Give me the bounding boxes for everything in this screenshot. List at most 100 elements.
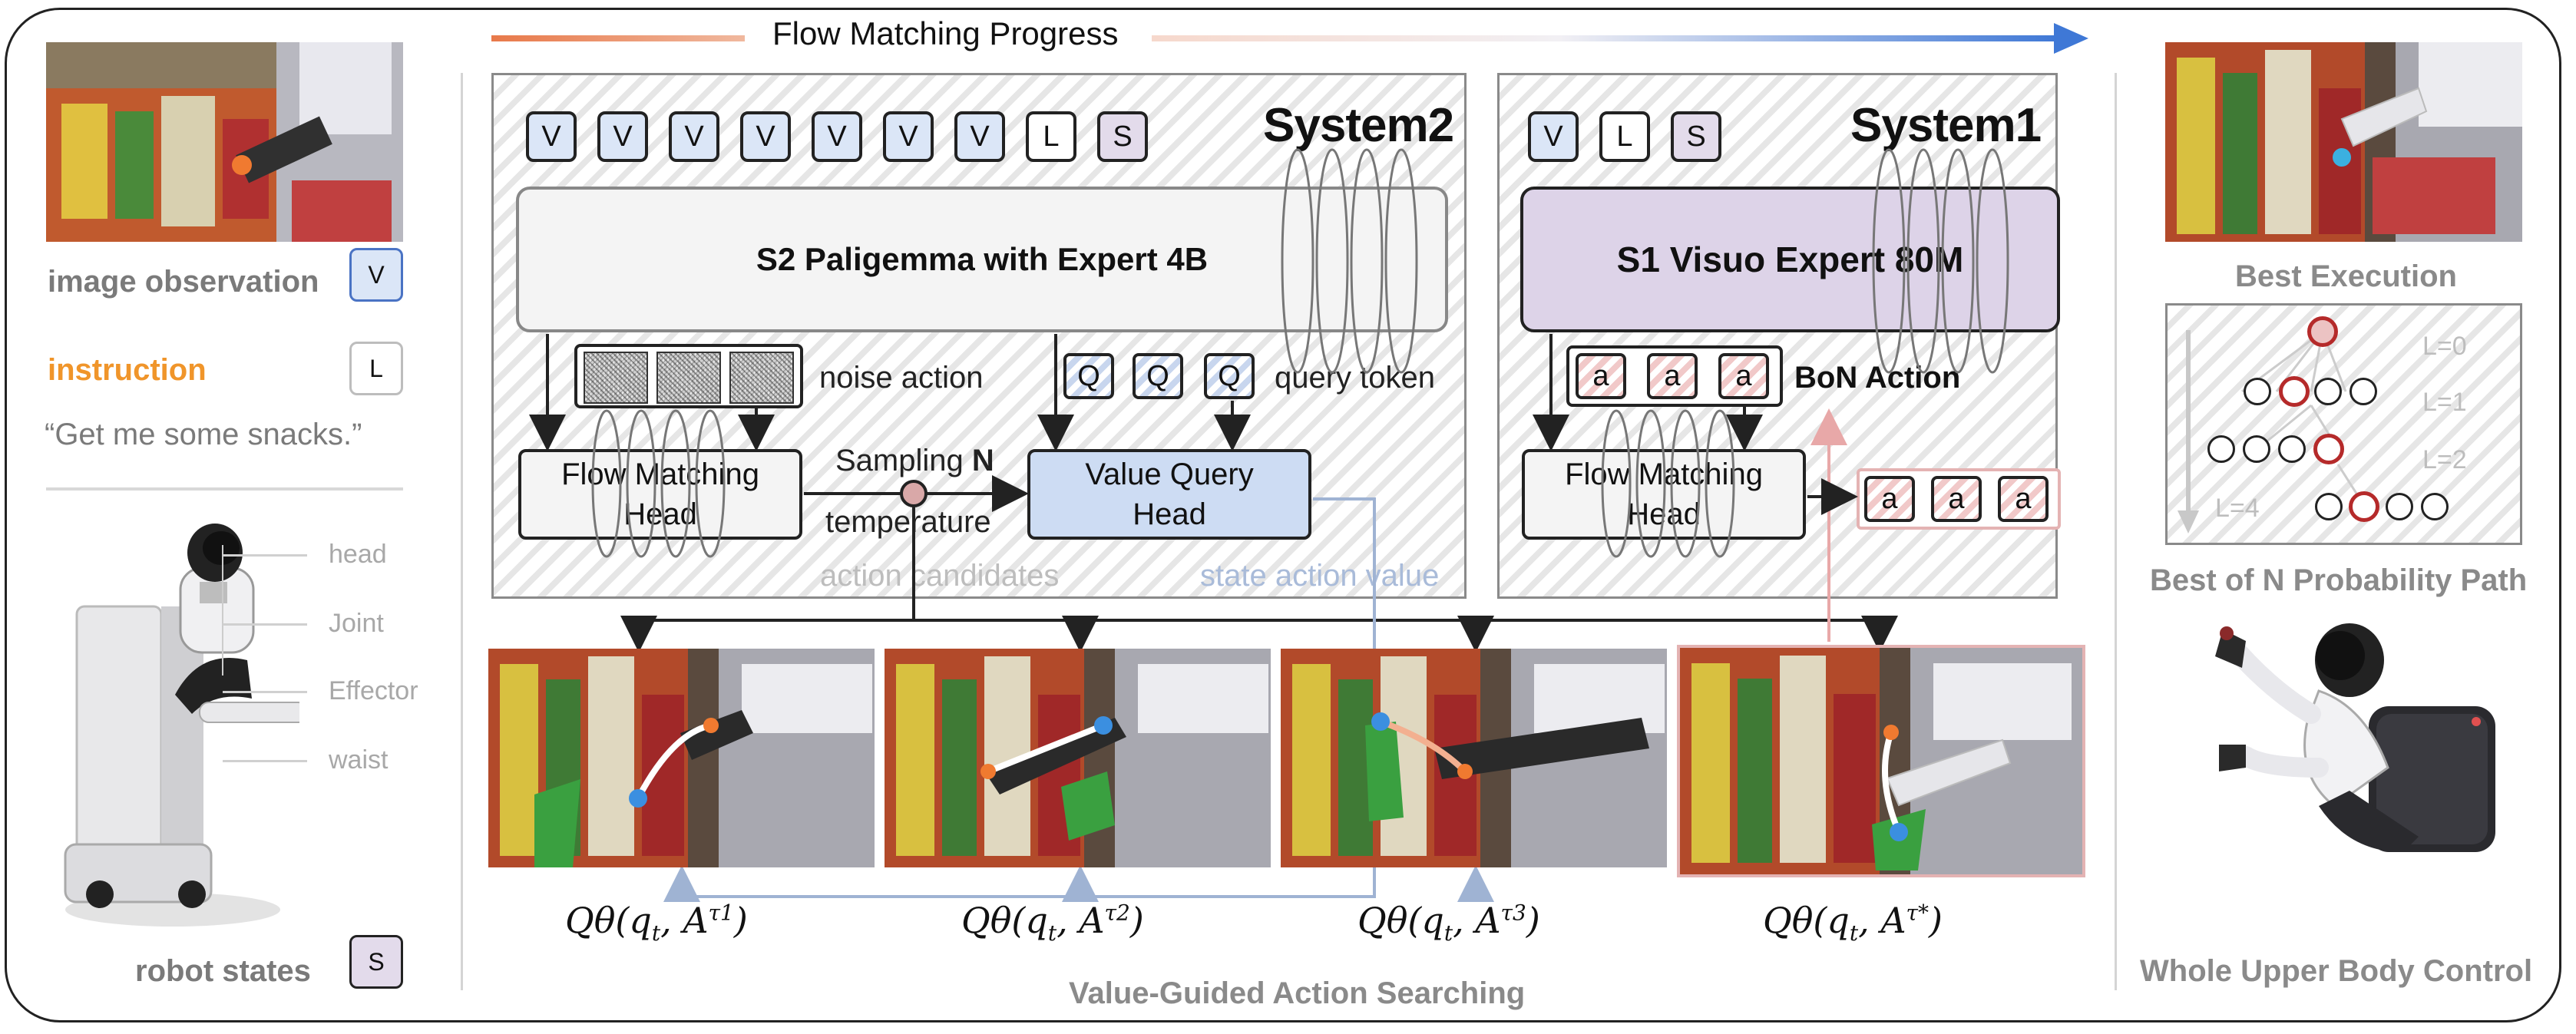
- q2-base: Qθ(q: [961, 900, 1048, 941]
- robot-part-effector: Effector: [329, 676, 418, 705]
- effector-leader-line: [223, 691, 307, 693]
- tree-node-l2-best: [2313, 434, 2344, 464]
- robot-illustration: [64, 524, 299, 927]
- q1-mid: , A: [660, 900, 709, 941]
- s1-out-token-2: a: [1931, 476, 1982, 522]
- s1-out-token-1: a: [1864, 476, 1915, 522]
- s1-out-token-3: a: [1998, 476, 2049, 522]
- q4-base: Qθ(q: [1763, 900, 1850, 941]
- s2-token-l: L: [1026, 111, 1076, 162]
- level-label-4: L=4: [2215, 494, 2260, 523]
- level-label-2: L=2: [2422, 445, 2467, 474]
- flow-progress-arrow: [491, 23, 2088, 54]
- q-value-label-2: Qθ(qt, Aτ2): [961, 900, 1144, 946]
- s2-model-box: S2 Paligemma with Expert 4B: [516, 187, 1448, 332]
- candidate-photo-best: [1677, 645, 2085, 877]
- q-value-label-3: Qθ(qt, Aτ3): [1357, 900, 1540, 946]
- q3-sub: t: [1443, 920, 1453, 946]
- s1-token-l: L: [1599, 111, 1650, 162]
- noise-patch-1: [584, 352, 648, 404]
- q3-mid: , A: [1453, 900, 1501, 941]
- best-execution-photo: [2165, 42, 2522, 242]
- noise-patch-2: [656, 352, 721, 404]
- q4-sub: t: [1849, 920, 1859, 946]
- probability-tree-panel: [2165, 303, 2522, 545]
- head-leader-line: [223, 554, 307, 557]
- value-guided-caption: Value-Guided Action Searching: [1069, 976, 1526, 1010]
- sampling-text: Sampling: [835, 444, 964, 477]
- system1-title: System1: [1850, 99, 2042, 152]
- robot-part-joint: Joint: [329, 609, 384, 638]
- s2-token-v5: V: [812, 111, 862, 162]
- q2-mid: , A: [1057, 900, 1105, 941]
- q4-end: ): [1929, 900, 1943, 941]
- q1-end: ): [733, 900, 748, 941]
- left-divider: [46, 487, 403, 491]
- level-label-0: L=0: [2422, 332, 2467, 361]
- tree-node-l1-3: [2314, 378, 2342, 405]
- s2-token-v6: V: [883, 111, 934, 162]
- state-token: S: [349, 935, 403, 989]
- right-separator: [2115, 73, 2117, 990]
- bon-token-2: a: [1647, 353, 1698, 399]
- q1-base: Qθ(q: [565, 900, 652, 941]
- q2-sub: t: [1047, 920, 1057, 946]
- s2-token-v7: V: [954, 111, 1005, 162]
- tree-node-l4-best: [2349, 491, 2379, 522]
- tree-node-l2-3: [2278, 435, 2306, 463]
- s2-token-v4: V: [740, 111, 791, 162]
- sampling-n: N: [971, 444, 994, 477]
- progress-label: Flow Matching Progress: [772, 15, 1119, 51]
- q1-sub: t: [651, 920, 661, 946]
- best-of-n-label: Best of N Probability Path: [2150, 563, 2528, 597]
- tree-node-l4-1: [2315, 493, 2343, 520]
- s1-token-s: S: [1671, 111, 1721, 162]
- s2-token-v1: V: [526, 111, 577, 162]
- tree-node-root: [2307, 316, 2338, 347]
- q3-sup: τ3: [1500, 900, 1526, 926]
- query-token-2: Q: [1133, 353, 1183, 399]
- tree-node-l1-1: [2244, 378, 2271, 405]
- q3-base: Qθ(q: [1357, 900, 1444, 941]
- q2-end: ): [1129, 900, 1144, 941]
- s1-model-label: S1 Visuo Expert 80M: [1616, 240, 1964, 279]
- q1-sup: τ1: [708, 900, 734, 926]
- upper-body-robot: [2215, 623, 2495, 852]
- q2-sup: τ2: [1104, 900, 1130, 926]
- image-observation-label: image observation: [48, 265, 319, 299]
- state-action-value-label: state action value: [1200, 559, 1440, 593]
- joint-leader-line: [223, 623, 307, 626]
- robot-part-waist: waist: [329, 745, 389, 775]
- tree-node-l1-4: [2349, 378, 2377, 405]
- action-candidates-label: action candidates: [820, 559, 1060, 593]
- query-token-1: Q: [1063, 353, 1114, 399]
- bon-token-1: a: [1576, 353, 1626, 399]
- q3-end: ): [1526, 900, 1540, 941]
- noise-action-label: noise action: [819, 361, 984, 395]
- bon-token-3: a: [1718, 353, 1769, 399]
- q4-sup: τ*: [1906, 900, 1930, 926]
- tree-node-l2-1: [2207, 435, 2235, 463]
- temperature-label: temperature: [825, 505, 991, 539]
- observation-photo: [46, 42, 403, 242]
- query-token-3: Q: [1204, 353, 1255, 399]
- whole-body-control-label: Whole Upper Body Control: [2140, 954, 2533, 988]
- s1-token-v: V: [1528, 111, 1579, 162]
- robot-states-label: robot states: [135, 954, 311, 988]
- instruction-label: instruction: [48, 353, 207, 387]
- robot-part-head: head: [329, 540, 387, 569]
- bon-action-label: BoN Action: [1794, 361, 1961, 395]
- q4-mid: , A: [1858, 900, 1906, 941]
- q-value-label-1: Qθ(qt, Aτ1): [565, 900, 748, 946]
- tree-node-l4-4: [2421, 493, 2449, 520]
- q-value-label-best: Qθ(qt, Aτ*): [1763, 900, 1943, 946]
- value-query-head: Value Query Head: [1027, 449, 1311, 540]
- sampling-label: Sampling N: [835, 444, 994, 478]
- image-token: V: [349, 248, 403, 302]
- s1-model-box: S1 Visuo Expert 80M: [1520, 187, 2060, 332]
- left-separator: [461, 73, 463, 990]
- system2-title: System2: [1263, 99, 1454, 152]
- waist-leader-line: [223, 760, 307, 762]
- instruction-quote: “Get me some snacks.”: [45, 418, 362, 451]
- tree-node-l2-2: [2243, 435, 2270, 463]
